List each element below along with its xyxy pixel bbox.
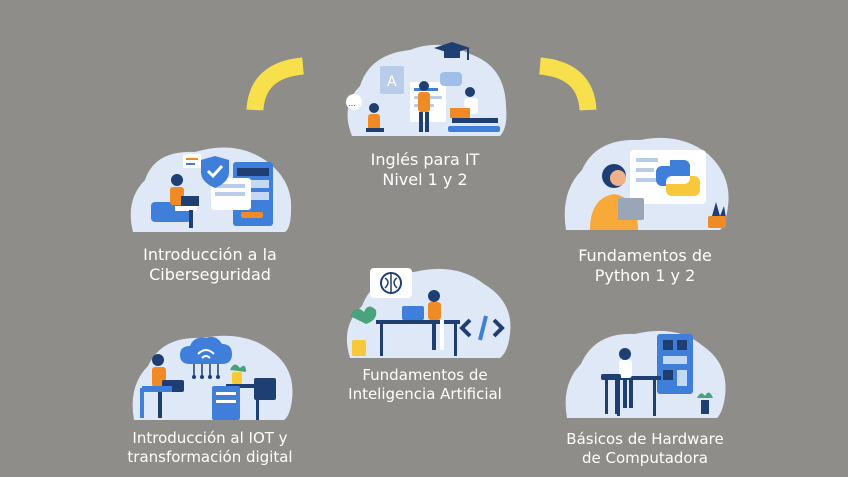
ia-illustration: [346, 268, 511, 358]
python-logo-icon: [656, 160, 700, 196]
code-brackets-icon: [459, 315, 505, 341]
circuit-board-icon: [657, 334, 693, 394]
course-title-line: Python 1 y 2: [594, 266, 696, 285]
iot-illustration: [132, 335, 293, 420]
course-title-hardware: Básicos de Hardware de Computadora: [555, 430, 735, 468]
brain-icon: [380, 272, 402, 294]
hardware-illustration: [565, 330, 726, 418]
svg-text:A: A: [387, 74, 397, 90]
graduation-cap-icon: [434, 42, 470, 60]
course-title-iot: Introducción al IOT y transformación dig…: [110, 429, 310, 467]
ciberseguridad-illustration: [130, 147, 292, 232]
course-card-hardware[interactable]: Básicos de Hardware de Computadora: [555, 324, 735, 469]
course-card-ciberseguridad[interactable]: Introducción a la Ciberseguridad: [110, 140, 310, 290]
course-title-line: Inteligencia Artificial: [348, 384, 502, 403]
course-title-ingles: Inglés para IT Nivel 1 y 2: [340, 150, 510, 190]
course-card-iot[interactable]: Introducción al IOT y transformación dig…: [110, 330, 310, 470]
course-title-line: Básicos de Hardware: [566, 430, 724, 448]
course-title-ciberseguridad: Introducción a la Ciberseguridad: [110, 245, 310, 285]
cloud-network-icon: [180, 336, 232, 379]
course-title-python: Fundamentos de Python 1 y 2: [550, 246, 740, 286]
shield-check-icon: [201, 156, 229, 188]
course-title-ia: Fundamentos de Inteligencia Artificial: [330, 366, 520, 404]
course-title-line: Nivel 1 y 2: [382, 170, 468, 189]
course-title-line: Introducción al IOT y: [132, 429, 288, 447]
right-yellow-arc: [538, 57, 597, 111]
course-card-ia[interactable]: Fundamentos de Inteligencia Artificial: [330, 262, 520, 407]
ingles-illustration: A …: [346, 42, 507, 136]
course-title-line: de Computadora: [582, 448, 708, 467]
course-card-ingles[interactable]: A … Inglés para IT Nivel 1 y 2: [340, 36, 510, 196]
course-title-line: Fundamentos de: [578, 246, 712, 265]
python-illustration: [564, 137, 729, 230]
course-title-line: Ciberseguridad: [149, 265, 271, 284]
left-yellow-arc: [246, 57, 305, 111]
course-title-line: Introducción a la: [143, 245, 277, 264]
course-card-python[interactable]: Fundamentos de Python 1 y 2: [550, 132, 740, 292]
svg-text:…: …: [348, 99, 356, 108]
course-title-line: Fundamentos de: [362, 366, 488, 384]
course-title-line: Inglés para IT: [370, 150, 480, 169]
course-title-line: transformación digital: [127, 447, 293, 466]
